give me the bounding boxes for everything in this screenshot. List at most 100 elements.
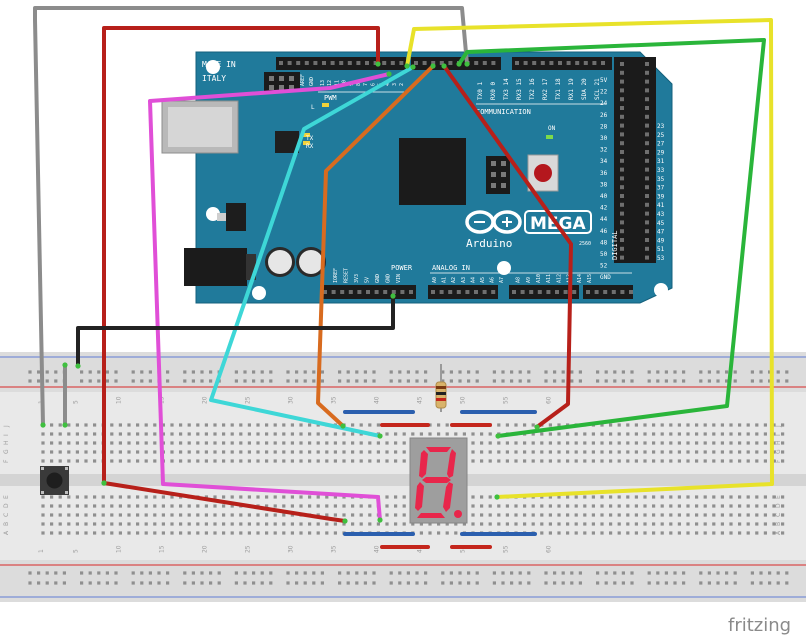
bb-col-number-top: 20 bbox=[201, 396, 208, 404]
bb-rail-hole bbox=[596, 581, 600, 585]
reset-button-cap[interactable] bbox=[534, 164, 552, 182]
bb-hole bbox=[325, 441, 329, 445]
bb-hole bbox=[505, 441, 509, 445]
bb-hole bbox=[402, 432, 406, 436]
digital-pin-label: 5V bbox=[600, 77, 608, 84]
wire-cyan[interactable] bbox=[209, 65, 415, 438]
digital-pin-label-b: 41 bbox=[657, 202, 665, 209]
bb-rail-hole bbox=[346, 571, 350, 575]
bb-rail-hole bbox=[785, 370, 789, 374]
bb-hole bbox=[677, 513, 681, 517]
push-button[interactable] bbox=[40, 466, 69, 495]
pwm-pin-label: 4 bbox=[385, 83, 391, 86]
bb-hole bbox=[196, 441, 200, 445]
bb-hole bbox=[729, 522, 733, 526]
bb-hole bbox=[179, 423, 183, 427]
bb-hole bbox=[385, 504, 389, 508]
header-pin bbox=[620, 141, 624, 146]
bb-row-letter: G bbox=[775, 449, 782, 454]
bb-rail-hole bbox=[389, 581, 393, 585]
pwm-pin-label: 12 bbox=[327, 80, 333, 86]
bb-hole bbox=[161, 513, 165, 517]
header-pin bbox=[532, 61, 537, 65]
header-pin bbox=[549, 61, 554, 65]
bb-hole bbox=[712, 504, 716, 508]
bb-hole bbox=[204, 441, 208, 445]
bb-hole bbox=[282, 522, 286, 526]
bb-rail-hole bbox=[191, 571, 195, 575]
bb-hole bbox=[720, 513, 724, 517]
bb-hole bbox=[488, 432, 492, 436]
wire-magenta[interactable] bbox=[148, 72, 391, 522]
bb-rail-hole bbox=[209, 379, 213, 383]
bb-hole bbox=[368, 459, 372, 463]
bb-hole bbox=[333, 441, 337, 445]
wire-red-right[interactable] bbox=[442, 64, 573, 429]
digital-pin-label: 44 bbox=[600, 216, 608, 223]
wire-yellow[interactable] bbox=[405, 18, 774, 499]
bb-rail-hole bbox=[475, 581, 479, 585]
bb-hole bbox=[660, 423, 664, 427]
bb-hole bbox=[101, 504, 105, 508]
bb-hole bbox=[686, 423, 690, 427]
bb-rail-hole bbox=[785, 379, 789, 383]
wire-red-bottom[interactable] bbox=[102, 481, 347, 523]
bb-hole bbox=[695, 504, 699, 508]
header-pin bbox=[439, 61, 444, 65]
bb-hole bbox=[703, 513, 707, 517]
wire-green[interactable] bbox=[457, 38, 766, 438]
bb-hole bbox=[600, 432, 604, 436]
header-pin bbox=[620, 150, 624, 154]
bb-hole bbox=[566, 504, 570, 508]
bb-hole bbox=[351, 522, 355, 526]
bb-hole bbox=[299, 441, 303, 445]
push-button-cap[interactable] bbox=[46, 472, 63, 489]
bb-hole bbox=[75, 495, 79, 499]
bb-hole bbox=[557, 450, 561, 454]
bb-hole bbox=[239, 513, 243, 517]
bb-hole bbox=[566, 459, 570, 463]
bb-rail-hole bbox=[243, 581, 247, 585]
bb-hole bbox=[738, 459, 742, 463]
wire-end-6-1 bbox=[430, 63, 436, 69]
wire-black[interactable] bbox=[76, 294, 395, 368]
bb-rail-hole bbox=[338, 370, 342, 374]
bb-hole bbox=[480, 459, 484, 463]
bb-hole bbox=[746, 432, 750, 436]
bb-rail-hole bbox=[441, 370, 445, 374]
bb-hole bbox=[161, 423, 165, 427]
bb-hole bbox=[548, 441, 552, 445]
bb-hole bbox=[591, 504, 595, 508]
bb-hole bbox=[222, 450, 226, 454]
bb-rail-hole bbox=[105, 370, 109, 374]
bb-hole bbox=[118, 423, 122, 427]
header-pin bbox=[566, 61, 571, 65]
bb-hole bbox=[643, 423, 647, 427]
bb-rail-hole bbox=[166, 581, 170, 585]
pwm-pin-label: 7 bbox=[363, 83, 369, 86]
bb-hole bbox=[41, 504, 45, 508]
bb-rail-hole bbox=[320, 370, 324, 374]
bb-rail-hole bbox=[183, 581, 187, 585]
bb-hole bbox=[110, 531, 114, 535]
wire-end-6-0 bbox=[340, 423, 346, 429]
wire-orange[interactable] bbox=[316, 64, 435, 428]
bb-hole bbox=[308, 450, 312, 454]
bb-rail-hole bbox=[604, 370, 608, 374]
small-header-pin bbox=[289, 76, 294, 81]
wire-red-left[interactable] bbox=[102, 26, 380, 485]
pwm-pin-label: 2 bbox=[399, 83, 405, 86]
bb-hole bbox=[58, 432, 62, 436]
bb-hole bbox=[127, 423, 131, 427]
bb-hole bbox=[290, 522, 294, 526]
bb-hole bbox=[316, 423, 320, 427]
bb-hole bbox=[144, 441, 148, 445]
bb-hole bbox=[118, 522, 122, 526]
bb-hole bbox=[101, 531, 105, 535]
bb-hole bbox=[75, 531, 79, 535]
bb-rail-hole bbox=[286, 370, 290, 374]
bb-hole bbox=[58, 459, 62, 463]
bb-rail-hole bbox=[398, 581, 402, 585]
bb-hole bbox=[325, 459, 329, 463]
bb-rail-hole bbox=[286, 581, 290, 585]
